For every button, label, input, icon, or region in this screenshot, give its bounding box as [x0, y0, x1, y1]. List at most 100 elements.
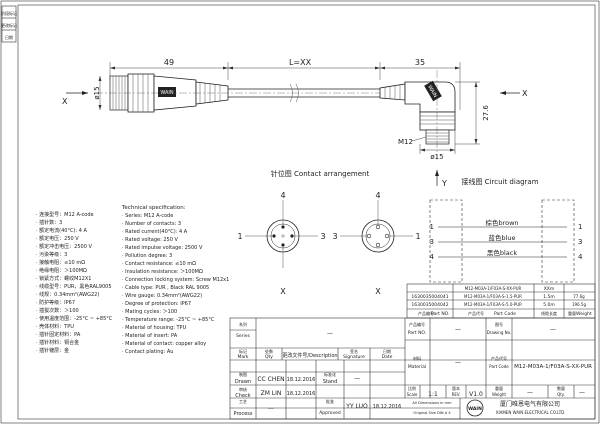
tb-check-cn: 审核 [239, 386, 247, 392]
spec-cn-0: · 连接型号：M12 A-code [36, 211, 94, 218]
tb-note-dimensions: All Dimensions in mm [412, 401, 452, 405]
spec-en-13: · Temperature range: -25°C ~ +85°C [122, 317, 215, 323]
spec-cn-14: · 壳体材料：TPU [36, 323, 74, 330]
tb-material-val: — [455, 359, 461, 366]
spec-cn-3: · 额定电压：250 V [36, 235, 79, 242]
brand-mark-right: WAIN [426, 84, 438, 99]
dim-right-length: 35 [415, 58, 425, 67]
tb-qty-val: — [579, 389, 585, 396]
part-row-2-code: 1630035004042 [411, 302, 448, 308]
side-revision-tags: 阶段标记 更改标记 日期 [1, 5, 17, 43]
connector-drawing: 49 L=XX 35 WAIN [62, 58, 528, 188]
contact-arrangement: 针位图 Contact arrangement 4 1 3 X [237, 169, 420, 296]
spec-cn-13: · 使用温度范围：-25°C ~ +85°C [36, 315, 113, 322]
tb-qty-cn: 数量 [557, 385, 565, 391]
tb-mark-cn: 标记 [239, 348, 247, 354]
male-view-label: X [280, 287, 286, 296]
hdr-code-cn: 产品代号 [468, 310, 484, 316]
part-row-1-code: 1630035004041 [411, 294, 448, 300]
circuit-left-pin-1: 1 [430, 223, 434, 231]
tb-drawn-cn: 制图 [239, 371, 247, 377]
tb-qty-en: Qty. [557, 392, 565, 397]
circuit-left-pin-4: 4 [430, 253, 435, 261]
side-tag-3: 日期 [5, 34, 13, 40]
spec-chinese: · 连接型号：M12 A-code · 插针数：3 · 额定电流(40°C): … [36, 211, 113, 354]
spec-cn-8: · 锁紧方式：螺纹M12X1 [36, 275, 91, 282]
tb-approved-en: Approved [319, 410, 341, 416]
tb-date-en: Date [382, 354, 393, 360]
spec-en-3: · Rated voltage: 250 V [122, 237, 178, 243]
dim-right-diameter: ø15 [430, 153, 443, 161]
company-name-cn: 厦门唯恩电气有限公司 [500, 400, 560, 408]
tb-approved-date: 18.12.2016 [373, 404, 402, 410]
spec-en-0: · Series: M12 A-code [122, 213, 173, 219]
spec-cn-15: · 插针固定材料：PA [36, 331, 81, 338]
circuit-right-block [541, 199, 575, 283]
female-pin-1: 1 [415, 232, 420, 241]
wire-label-blue: 蓝色blue [488, 233, 515, 242]
part-row-1-wt: 77.6g [573, 294, 585, 299]
spec-english: Technical specification: · Series: M12 A… [121, 205, 229, 355]
tb-std-val: — [354, 375, 360, 382]
part-row-1-desc: M12-M03A-1/F03A-S-1.5-PUR [464, 294, 522, 299]
male-pin-3: 3 [320, 232, 325, 241]
part-row-2-desc: M12-M03A-1/F03A-S-5.0-PUR [464, 302, 522, 307]
tb-part-no-cn: 产品编号 [409, 321, 425, 327]
part-row-2-wt: 196.5g [572, 302, 586, 307]
spec-cn-11: · 防护等级：IP67 [36, 299, 75, 306]
spec-cn-10: · 线规：0.34mm²(AWG22) [36, 291, 99, 298]
tb-approved-cn: 批准 [326, 398, 334, 404]
male-pin-1: 1 [237, 232, 242, 241]
hdr-part-cn: 产品编号 [418, 310, 434, 316]
company-name-en: XIAMEN WAIN ELECTRICAL CO.LTD [496, 410, 565, 415]
tb-sign-cn: 签名 [350, 348, 358, 354]
tb-mark-en: Mark [237, 354, 248, 360]
spec-cn-2: · 额定电流(40°C): 4 A [36, 227, 87, 234]
female-pin-3: 3 [332, 232, 337, 241]
spec-cn-16: · 插针材料：铜合金 [36, 339, 79, 346]
tb-version-cn: 版本 [452, 385, 460, 391]
spec-en-1: · Number of contacts: 3 [122, 221, 181, 227]
spec-en-11: · Degree of protection: IP67 [122, 301, 191, 307]
part-row-top-len: XXm [544, 286, 555, 292]
tb-product-code-val: M12-M03A-1/F03A-S-XX-PUR [514, 364, 592, 370]
spec-en-10: · Wire gauge: 0.34mm²(AWG22) [122, 293, 202, 299]
circuit-diagram: 接线图 Circuit diagram 1 3 4 棕色brown 蓝色blue… [429, 177, 583, 283]
spec-en-4: · Rated impulse voltage: 2500 V [122, 245, 203, 251]
tb-drawing-no-val: — [550, 326, 556, 333]
brand-logo-left [158, 87, 176, 97]
tb-date-cn: 日期 [383, 348, 391, 354]
tb-process-en: Process [234, 411, 253, 417]
tb-count-en: Qty [265, 354, 273, 360]
tb-series-en: Series [236, 333, 250, 339]
spec-cn-1: · 插针数：3 [36, 219, 62, 226]
spec-en-5: · Pollution degree: 3 [122, 253, 172, 259]
part-row-top-desc: M12-M03A-1/F03A-S-XX-PUR [465, 286, 522, 291]
circuit-left-block [429, 199, 463, 283]
hdr-part-en: Part NO. [431, 311, 449, 317]
view-x-right: X [522, 89, 528, 98]
hdr-wt-en: Weight [576, 311, 592, 317]
tb-version-val: V1.0 [469, 391, 483, 398]
tb-scale-cn: 比例 [408, 385, 416, 391]
spec-cn-4: · 额定冲击电压：2500 V [36, 243, 92, 250]
tb-version-en: REV. [452, 392, 461, 397]
wire-label-black: 黑色black [487, 248, 517, 257]
tb-drawn-by: CC CHEN [257, 376, 284, 383]
male-pin-4: 4 [280, 191, 285, 200]
tb-weight-cn: 重量 [495, 385, 503, 391]
tb-check-date: 18.12.2016 [287, 391, 316, 397]
dim-left-diameter: ø15 [93, 86, 101, 99]
tb-weight-val: — [527, 389, 533, 396]
tb-change-cn: 更改文件号 [282, 352, 307, 359]
title-block: 系列 Series — 标记 Mark 处数 Qty 更改文件号/Descrip… [229, 317, 596, 420]
tb-process-val: — [268, 405, 274, 412]
tb-drawing-no-cn: 图号 [495, 321, 503, 327]
part-row-1-len: 1.5m [543, 294, 555, 300]
wire-label-brown: 棕色brown [485, 218, 518, 227]
circuit-left-pin-3: 3 [430, 238, 434, 246]
tb-check-en: Check [235, 393, 250, 399]
brand-logo-right [424, 80, 442, 102]
